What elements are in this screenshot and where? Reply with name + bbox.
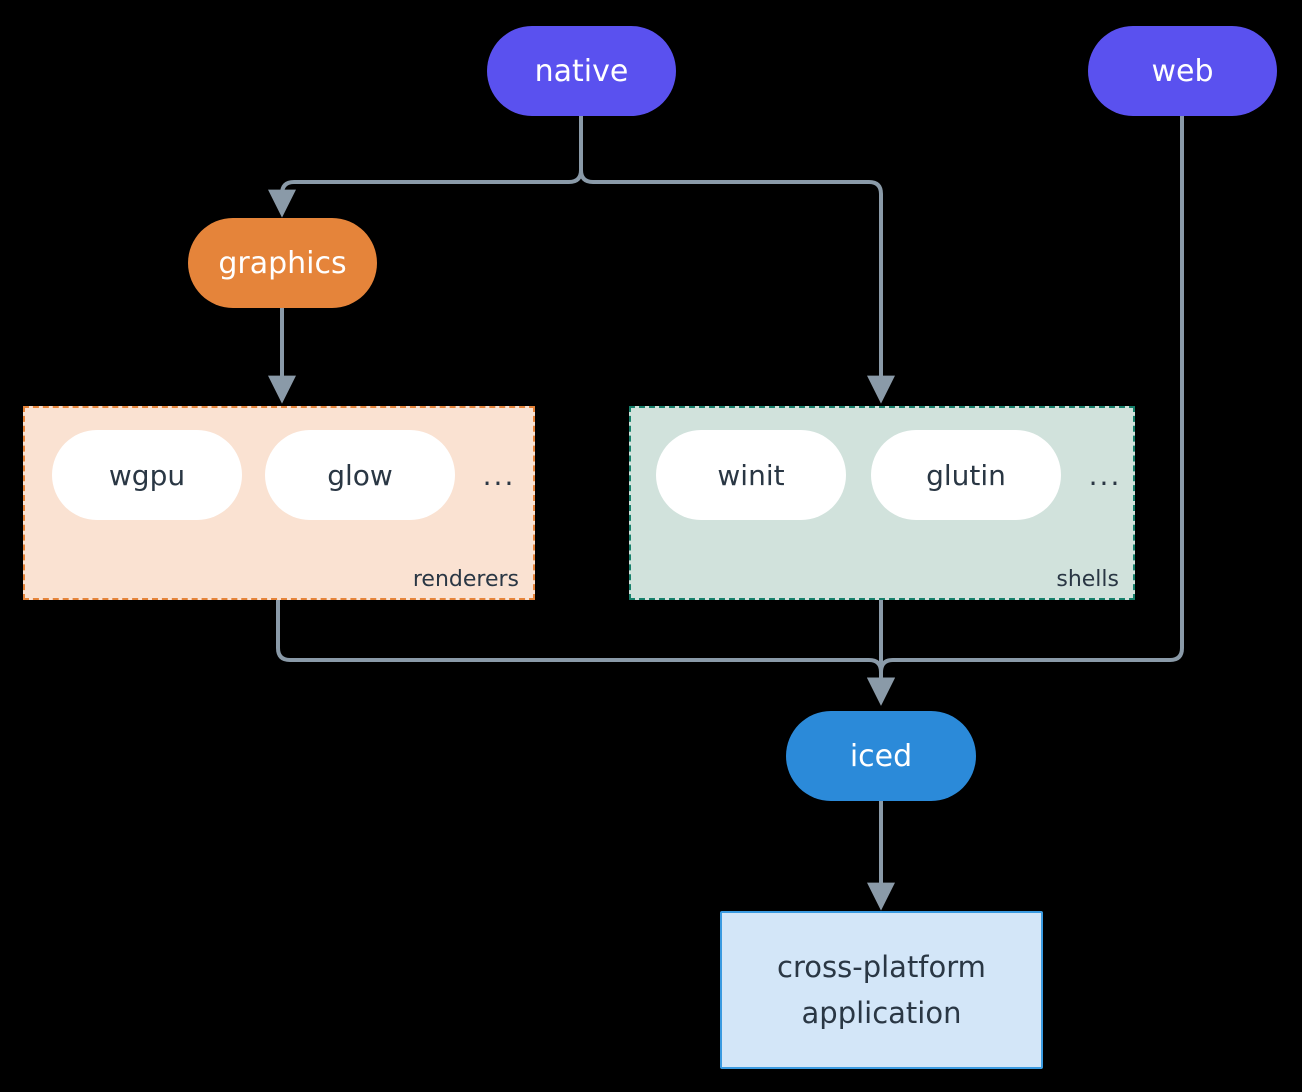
renderer-item-wgpu[interactable]: wgpu <box>52 430 242 520</box>
node-native[interactable]: native <box>487 26 676 116</box>
renderer-item-glow[interactable]: glow <box>265 430 455 520</box>
renderer-item-wgpu-label: wgpu <box>108 458 186 492</box>
shell-item-glutin-label: glutin <box>926 458 1006 492</box>
shell-item-winit[interactable]: winit <box>656 430 846 520</box>
renderers-ellipsis: ... <box>482 458 516 492</box>
shell-item-glutin[interactable]: glutin <box>871 430 1061 520</box>
node-application-label-line1: cross-platform <box>777 949 986 984</box>
group-renderers: wgpu glow ... renderers <box>23 406 535 600</box>
node-graphics-label: graphics <box>218 245 347 281</box>
node-application[interactable]: cross-platform application <box>720 911 1043 1069</box>
shells-ellipsis: ... <box>1088 458 1122 492</box>
node-web-label: web <box>1151 53 1214 89</box>
group-shells-label: shells <box>1056 567 1119 592</box>
shell-item-winit-label: winit <box>717 458 785 492</box>
node-iced[interactable]: iced <box>786 711 976 801</box>
edge-native-to-shells <box>579 114 895 404</box>
node-graphics[interactable]: graphics <box>188 218 377 308</box>
node-iced-label: iced <box>849 738 913 774</box>
edge-native-to-graphics <box>268 114 583 218</box>
group-shells: winit glutin ... shells <box>629 406 1135 600</box>
node-native-label: native <box>534 53 629 89</box>
node-application-label-line2: application <box>801 996 962 1030</box>
renderer-item-glow-label: glow <box>327 458 393 492</box>
group-renderers-label: renderers <box>412 567 519 592</box>
edge-renderers-to-iced <box>276 600 895 706</box>
node-web[interactable]: web <box>1088 26 1277 116</box>
edge-web-to-iced <box>867 114 1184 706</box>
